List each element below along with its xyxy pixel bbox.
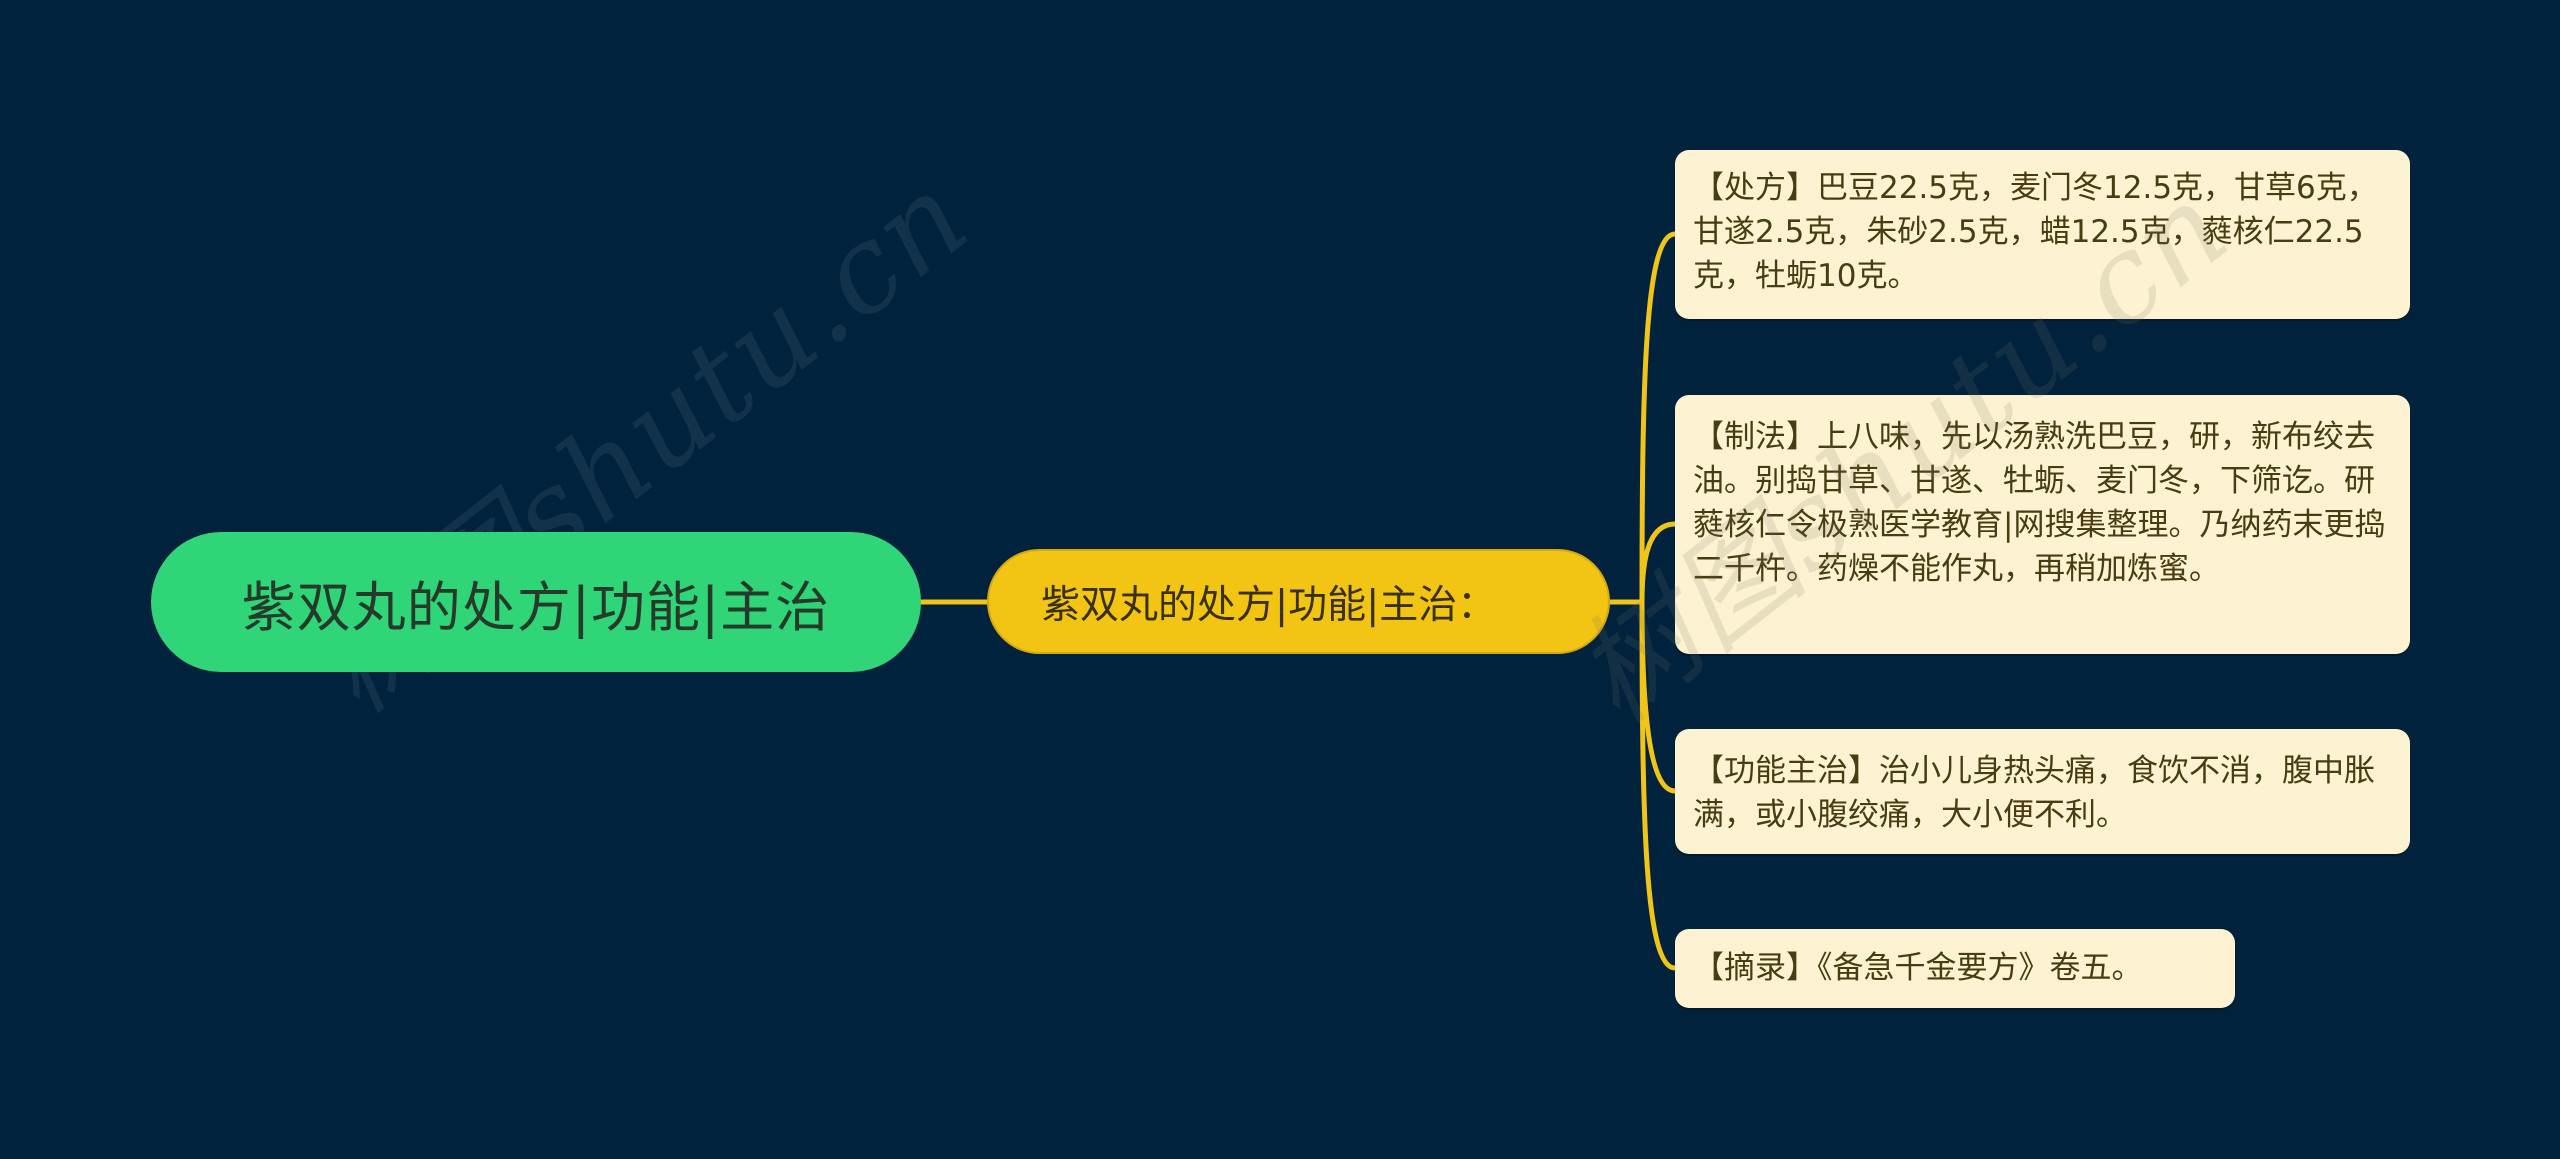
leaf-node-label: 【制法】上八味，先以汤熟洗巴豆，研，新布绞去油。别捣甘草、甘遂、牡蛎、麦门冬，下… (1693, 419, 2386, 587)
leaf-node-label: 【处方】巴豆22.5克，麦门冬12.5克，甘草6克，甘遂2.5克，朱砂2.5克，… (1693, 170, 2378, 294)
connector-leaf-3 (1639, 599, 1678, 794)
root-node[interactable]: 紫双丸的处方|功能|主治 (151, 532, 921, 672)
connector-leaf-1 (1639, 231, 1678, 605)
leaf-node-indications[interactable]: 【功能主治】治小儿身热头痛，食饮不消，腹中胀满，或小腹绞痛，大小便不利。 (1675, 729, 2410, 854)
branch-node[interactable]: 紫双丸的处方|功能|主治： (987, 549, 1610, 654)
leaf-node-prescription[interactable]: 【处方】巴豆22.5克，麦门冬12.5克，甘草6克，甘遂2.5克，朱砂2.5克，… (1675, 150, 2410, 319)
connector-leaf-4 (1639, 599, 1678, 971)
root-node-label: 紫双丸的处方|功能|主治 (241, 575, 831, 639)
branch-node-label: 紫双丸的处方|功能|主治： (1041, 582, 1497, 628)
leaf-node-source[interactable]: 【摘录】《备急千金要方》卷五。 (1675, 929, 2235, 1008)
connector-leaf-2 (1639, 521, 1678, 605)
leaf-node-label: 【摘录】《备急千金要方》卷五。 (1693, 950, 2143, 986)
leaf-node-label: 【功能主治】治小儿身热头痛，食饮不消，腹中胀满，或小腹绞痛，大小便不利。 (1693, 753, 2375, 833)
leaf-node-preparation[interactable]: 【制法】上八味，先以汤熟洗巴豆，研，新布绞去油。别捣甘草、甘遂、牡蛎、麦门冬，下… (1675, 395, 2410, 654)
